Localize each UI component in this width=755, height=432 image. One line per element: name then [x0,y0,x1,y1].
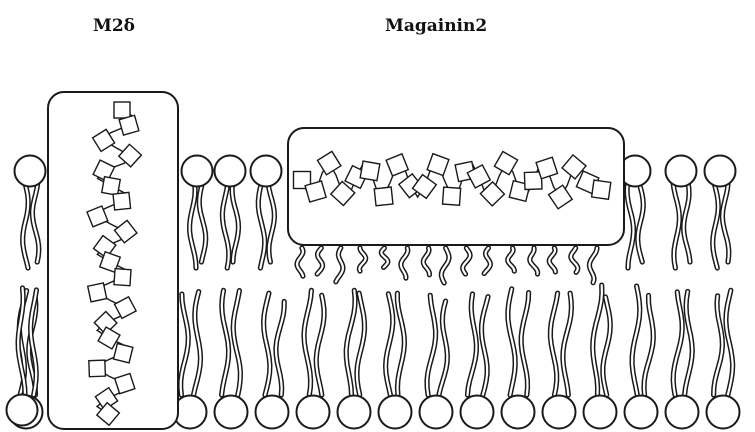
lipid-head [338,396,371,429]
helix-turn [102,177,121,196]
helix-turn [114,102,130,118]
lipid-head [543,396,576,429]
helix-turn [114,344,133,363]
m2delta-helix-group [48,92,178,429]
lipid-head [379,396,412,429]
helix-turn [360,161,380,181]
lipid-head [182,156,213,187]
lipid-head [461,396,494,429]
lipid-head [666,156,697,187]
lipid-head [502,396,535,429]
helix-turn [592,180,611,199]
helix-turn [119,115,139,135]
helix-turn [113,192,131,210]
lipid-head [420,396,453,429]
magainin-helix-group [288,128,624,245]
lipid-head [256,396,289,429]
lipid-tail-core [593,285,602,395]
helix-turn [114,269,131,286]
lipid-head [215,156,246,187]
lipid-head [625,396,658,429]
lipid-head [705,156,736,187]
helix-turn [305,181,326,202]
helix-turn [89,360,106,377]
lipid-head [297,396,330,429]
lipid-head [707,396,740,429]
lipid-head [666,396,699,429]
lipid-head [7,395,38,426]
lipid-head [584,396,617,429]
lipid-head [15,156,46,187]
helix-turn [374,187,393,206]
lipid-head [251,156,282,187]
lipid-head [215,396,248,429]
helix-turn [443,187,461,205]
helix-turn [88,283,107,302]
